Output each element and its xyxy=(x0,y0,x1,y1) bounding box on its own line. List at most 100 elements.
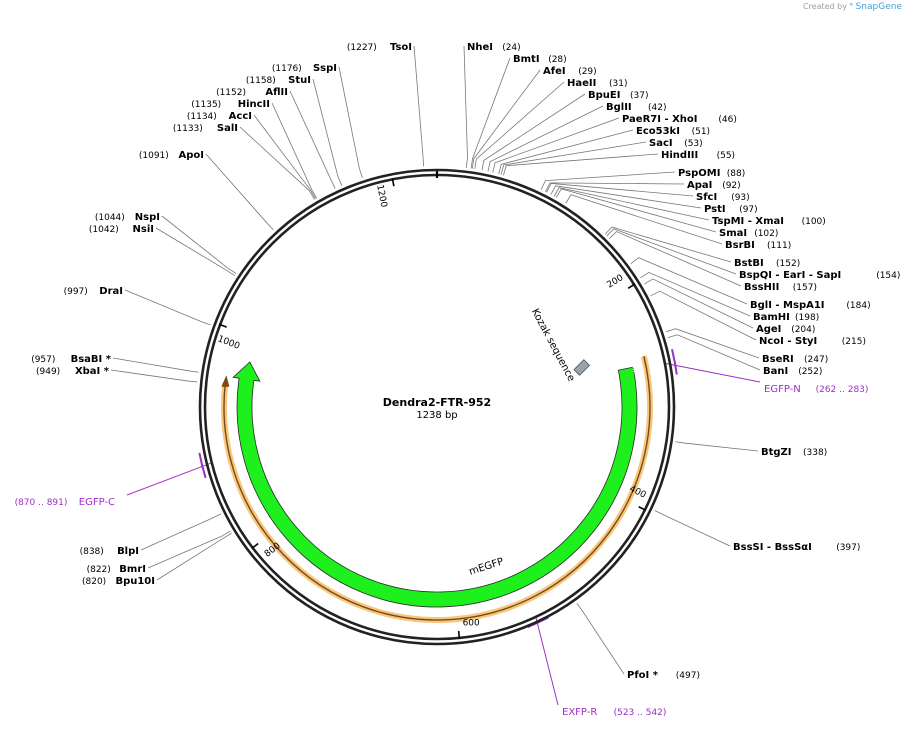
credit-prefix: Created by xyxy=(802,2,847,11)
primer-bar[interactable] xyxy=(198,452,207,479)
restriction-site[interactable]: NspI(1044) xyxy=(95,212,160,223)
restriction-site[interactable]: ApaI(92) xyxy=(687,180,741,191)
restriction-site[interactable]: AccI(1134) xyxy=(187,111,252,122)
primer-leader xyxy=(126,462,212,496)
restriction-site[interactable]: BmrI(822) xyxy=(87,564,146,575)
restriction-site[interactable]: SmaI(102) xyxy=(719,228,778,239)
restriction-site[interactable]: StuI(1158) xyxy=(246,75,311,86)
site-name: Bpu10I xyxy=(115,576,155,587)
mEGFP-feature-arrow[interactable] xyxy=(232,361,638,608)
restriction-site[interactable]: HindIII(55) xyxy=(661,150,735,161)
site-leaders xyxy=(110,45,761,706)
restriction-site[interactable]: ApoI(1091) xyxy=(139,150,204,161)
restriction-site[interactable]: BstBI(152) xyxy=(734,258,800,269)
site-leader-line xyxy=(470,57,511,169)
restriction-site[interactable]: SacI (53) xyxy=(649,138,703,149)
site-position: (252) xyxy=(798,367,822,377)
site-leader-line xyxy=(112,357,199,373)
restriction-site[interactable]: SspI(1176) xyxy=(272,63,337,74)
restriction-site[interactable]: BmtI(28) xyxy=(513,54,567,65)
restriction-site[interactable]: PspOMI(88) xyxy=(678,168,745,179)
restriction-site[interactable]: PfoI *(497) xyxy=(627,670,700,681)
site-position: (1042) xyxy=(89,225,119,235)
restriction-site[interactable]: BglI - MspA1I(184) xyxy=(750,300,871,311)
snapgene-logo-icon: ᐤ xyxy=(849,2,854,12)
site-position: (152) xyxy=(776,259,800,269)
restriction-site[interactable]: SfcI(93) xyxy=(696,192,750,203)
restriction-site[interactable]: DraI(997) xyxy=(64,286,123,297)
restriction-site[interactable]: AgeI(204) xyxy=(756,324,815,335)
primer-name: EGFP-N xyxy=(764,384,801,395)
site-name: BamHI xyxy=(753,312,790,323)
site-position: (102) xyxy=(754,229,778,239)
primer-bar[interactable] xyxy=(671,348,678,375)
site-name: AgeI xyxy=(756,324,781,335)
restriction-site[interactable]: HincII(1135) xyxy=(191,99,270,110)
site-position: (215) xyxy=(842,337,866,347)
restriction-site[interactable]: TsoI(1227) xyxy=(347,42,412,53)
restriction-site[interactable]: HaeII(31) xyxy=(567,78,627,89)
restriction-site[interactable]: BpuEI(37) xyxy=(588,90,648,101)
restriction-site[interactable]: BsaBI *(957) xyxy=(31,354,112,365)
primer-range: (262 .. 283) xyxy=(816,385,869,395)
restriction-site[interactable]: BssSI - BssSαI(397) xyxy=(733,542,860,553)
site-name: BglI - MspA1I xyxy=(750,300,825,311)
site-name: BsaBI * xyxy=(71,354,112,365)
restriction-site[interactable]: Bpu10I (820) xyxy=(82,576,155,587)
site-leader-line xyxy=(576,603,625,675)
restriction-site[interactable]: BtgZI(338) xyxy=(761,447,827,458)
site-name: AfeI xyxy=(543,66,566,77)
restriction-site[interactable]: Eco53kI(51) xyxy=(636,126,710,137)
restriction-site[interactable]: BspQI - EarI - SapI(154) xyxy=(739,270,900,281)
restriction-site[interactable]: AflII(1152) xyxy=(216,87,288,98)
feature-label-kozak: Kozak sequence xyxy=(529,307,577,383)
restriction-site[interactable]: TspMI - XmaI(100) xyxy=(712,216,826,227)
restriction-site[interactable]: BssHII(157) xyxy=(744,282,817,293)
restriction-site[interactable]: BseRI(247) xyxy=(762,354,828,365)
plasmid-size: 1238 bp xyxy=(416,410,457,421)
restriction-site[interactable]: NsiI(1042) xyxy=(89,224,154,235)
tick-mark xyxy=(457,630,461,639)
restriction-site[interactable]: BanI(252) xyxy=(763,366,822,377)
site-position: (1044) xyxy=(95,213,125,223)
primer-label[interactable]: EGFP-N (262 .. 283) xyxy=(764,384,868,395)
restriction-site[interactable]: NcoI - StyI(215) xyxy=(759,336,866,347)
orf-line xyxy=(223,355,651,621)
restriction-site[interactable]: BglII(42) xyxy=(606,102,666,113)
site-position: (53) xyxy=(684,139,702,149)
site-leader-line xyxy=(124,289,211,326)
site-leader-line xyxy=(271,102,318,199)
site-position: (949) xyxy=(36,367,60,377)
site-position: (1152) xyxy=(216,88,246,98)
primer-label[interactable]: EGFP-C(870 .. 891) xyxy=(15,497,115,508)
restriction-site[interactable]: AfeI(29) xyxy=(543,66,597,77)
site-name: HindIII xyxy=(661,150,698,161)
site-name: HaeII xyxy=(567,78,596,89)
site-position: (198) xyxy=(795,313,819,323)
site-leader-line xyxy=(606,228,737,275)
restriction-site[interactable]: BsrBI(111) xyxy=(725,240,791,251)
restriction-site[interactable]: BamHI (198) xyxy=(753,312,819,323)
site-position: (1133) xyxy=(173,124,203,134)
plasmid-backbone xyxy=(198,168,676,646)
site-leader-line xyxy=(492,117,620,173)
site-position: (1227) xyxy=(347,43,377,53)
primer-label[interactable]: EXFP-R(523 .. 542) xyxy=(562,707,666,718)
site-position: (1135) xyxy=(191,100,221,110)
site-leader-line xyxy=(540,171,676,190)
site-position: (820) xyxy=(82,577,106,587)
restriction-site[interactable]: NheI(24) xyxy=(467,42,521,53)
site-name: SacI xyxy=(649,138,673,149)
restriction-site[interactable]: PaeR7I - XhoI(46) xyxy=(622,114,737,125)
site-leader-line xyxy=(630,257,748,305)
restriction-site[interactable]: PstI(97) xyxy=(704,204,758,215)
restriction-site[interactable]: XbaI *(949) xyxy=(36,366,110,377)
site-name: PspOMI xyxy=(678,168,720,179)
site-name: SspI xyxy=(313,63,337,74)
site-leader-line xyxy=(503,153,659,176)
site-leader-line xyxy=(205,153,274,231)
kozak-sequence-box[interactable] xyxy=(573,359,591,376)
restriction-site[interactable]: BlpI(838) xyxy=(80,546,139,557)
site-leader-line xyxy=(667,334,761,371)
restriction-site[interactable]: SalI(1133) xyxy=(173,123,238,134)
